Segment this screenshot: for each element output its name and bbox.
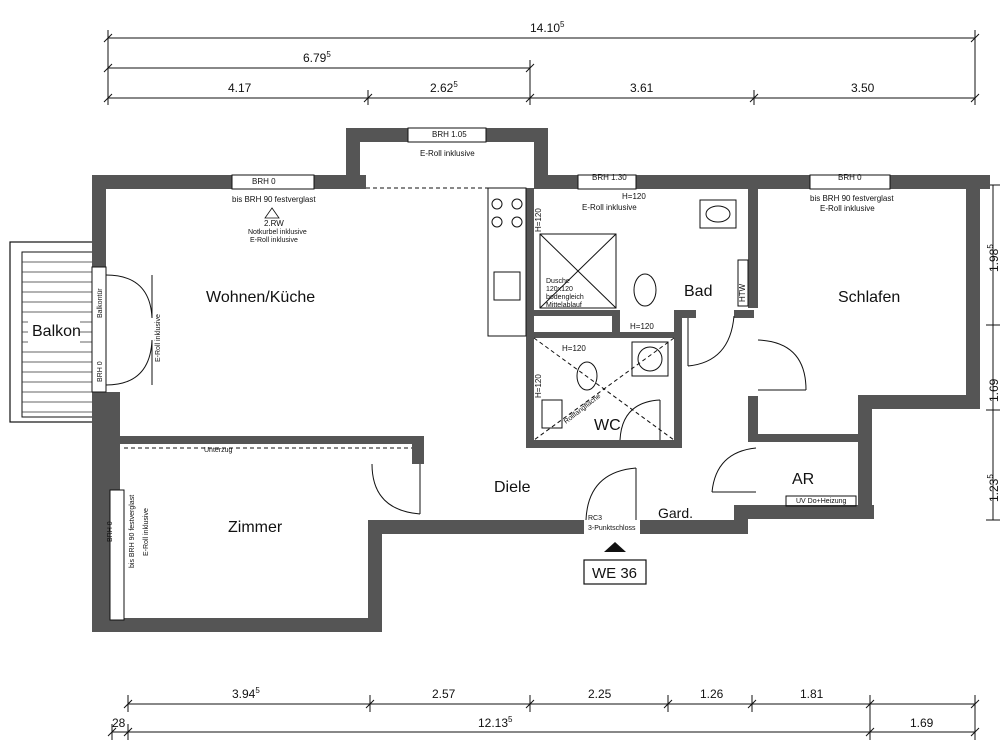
- note-bis-brh-left: bis BRH 90 festverglast: [232, 195, 316, 204]
- note-eroll-zimmer: E-Roll inklusive: [143, 508, 150, 556]
- dim-top-seg-1: 4.17: [228, 81, 252, 95]
- note-htw: HTW: [738, 283, 747, 302]
- dim-top-mid: 6.795: [303, 50, 331, 65]
- room-wohnen: Wohnen/Küche: [206, 289, 315, 306]
- triangle-icon: [264, 207, 280, 219]
- note-eroll-top: E-Roll inklusive: [420, 149, 475, 158]
- room-ar: AR: [792, 471, 814, 488]
- entrance-marker-icon: [604, 542, 626, 552]
- dim-top-seg-3: 3.61: [630, 81, 654, 95]
- note-eroll-balkon-door: E-Roll inklusive: [155, 314, 162, 362]
- note-dusche: Dusche: [546, 278, 570, 285]
- dim-bottom-right: 1.69: [910, 716, 934, 730]
- kitchen-counter: [366, 187, 527, 337]
- note-eroll-bath: E-Roll inklusive: [582, 203, 637, 212]
- note-notkurbel: Notkurbel inklusive: [248, 229, 307, 236]
- balcony: [9, 241, 101, 423]
- room-balkon: Balkon: [32, 323, 81, 340]
- room-gard: Gard.: [658, 505, 693, 521]
- note-eroll-left: E-Roll inklusive: [250, 237, 298, 244]
- note-brh-105: BRH 1.05: [432, 130, 467, 139]
- dim-bottom-total: 12.135: [478, 715, 513, 730]
- note-zrw: 2.RW: [264, 219, 284, 228]
- door-swings: [105, 274, 807, 521]
- room-schlafen: Schlafen: [838, 289, 900, 306]
- dim-right-1: 1.985: [986, 244, 1000, 272]
- bath-fixtures: [124, 199, 857, 507]
- dim-top-seg-2: 2.625: [430, 80, 458, 95]
- dim-top-seg-4: 3.50: [851, 81, 875, 95]
- note-h120-vert-bath: H=120: [534, 208, 543, 232]
- note-brh-0-left: BRH 0: [252, 177, 276, 186]
- note-brh-0-right: BRH 0: [838, 173, 862, 182]
- dim-bottom-seg-5: 1.81: [800, 687, 824, 701]
- dim-right-2: 1.69: [987, 378, 1000, 402]
- note-dusche-size: 120x120: [546, 286, 573, 293]
- note-brh-0-zimmer: BRH 0: [107, 521, 114, 542]
- note-bis-brh-right: bis BRH 90 festverglast: [810, 194, 894, 203]
- dim-bottom-seg-2: 2.57: [432, 687, 456, 701]
- note-eroll-right: E-Roll inklusive: [820, 204, 875, 213]
- note-brh-0-balkon: BRH 0: [97, 361, 104, 382]
- dim-bottom-left: 28: [112, 716, 126, 730]
- room-wc: WC: [594, 417, 621, 434]
- note-rc3: RC3: [588, 515, 602, 522]
- we-box: [583, 559, 647, 585]
- note-punktschloss: 3-Punktschloss: [588, 525, 636, 532]
- note-h120-wc-vert: H=120: [534, 374, 543, 398]
- note-h120-bath-mid: H=120: [630, 322, 654, 331]
- note-h120-bath-top: H=120: [622, 192, 646, 201]
- dim-top-total: 14.105: [530, 20, 565, 35]
- note-dusche-floor: bodengleich: [546, 294, 584, 301]
- note-h120-wc-top: H=120: [562, 344, 586, 353]
- windows: [91, 127, 891, 621]
- room-zimmer: Zimmer: [228, 519, 283, 536]
- note-unterzug: Unterzug: [204, 447, 233, 454]
- note-uv: UV Do+Heizung: [796, 498, 846, 505]
- dim-bottom-seg-4: 1.26: [700, 687, 724, 701]
- note-brh-130: BRH 1.30: [592, 173, 627, 182]
- room-bad: Bad: [684, 283, 712, 300]
- room-diele: Diele: [494, 479, 531, 496]
- note-bis-brh-zimmer: bis BRH 90 festverglast: [129, 495, 136, 568]
- we-label: WE 36: [592, 565, 637, 582]
- dim-bottom-seg-3: 2.25: [588, 687, 612, 701]
- dim-bottom-seg-1: 3.945: [232, 686, 260, 701]
- note-balkon-door: Balkontür: [97, 288, 104, 318]
- note-dusche-drain: Mittelablauf: [546, 302, 582, 309]
- dim-right-3: 1.235: [986, 474, 1000, 502]
- dimension-lines: [103, 30, 1000, 740]
